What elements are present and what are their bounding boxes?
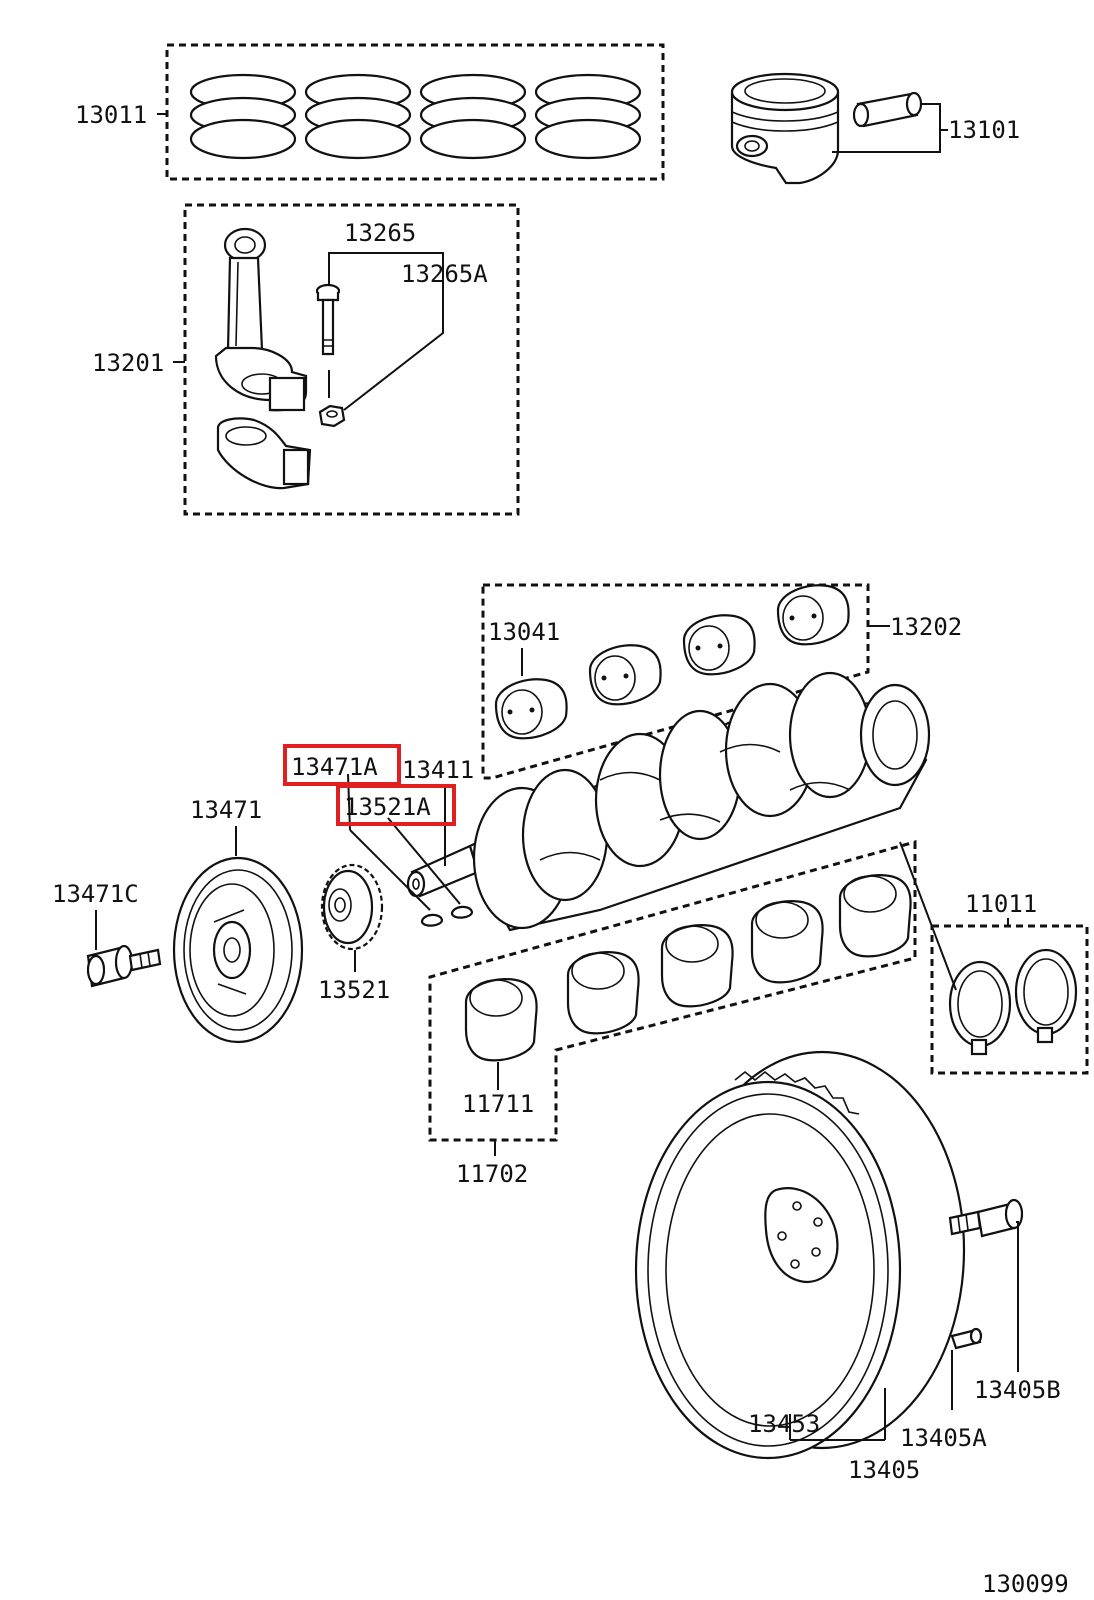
label-13471A: 13471A	[291, 753, 378, 781]
label-11702: 11702	[456, 1160, 528, 1188]
piston-pin	[852, 91, 923, 128]
label-13011: 13011	[75, 101, 147, 129]
piston-rings-frame	[165, 43, 665, 181]
thrust-washer-2	[1014, 948, 1078, 1044]
crankshaft: 13411	[402, 671, 931, 932]
ring-set-3	[419, 73, 527, 160]
flywheel-hub	[764, 1187, 839, 1284]
label-13405: 13405	[848, 1456, 920, 1484]
flywheel-assembly: 13405B 13405A 13453 13405	[634, 1050, 1061, 1484]
thrust-washers-frame	[930, 924, 1089, 1075]
lower-bearings-frame	[428, 840, 917, 1142]
ring-set-1	[189, 73, 297, 160]
upper-bearings-group: 13202 13041	[481, 583, 962, 780]
label-13411: 13411	[402, 756, 474, 784]
label-13041: 13041	[488, 618, 560, 646]
pulley-bolt: 13471C	[52, 880, 162, 988]
ring-set-4	[534, 73, 642, 160]
label-13471: 13471	[190, 796, 262, 824]
key-13471A	[420, 913, 444, 927]
figure-number: 130099	[982, 1570, 1069, 1598]
lower-bearing-1	[464, 978, 538, 1062]
timing-gear: 13521	[318, 863, 390, 1004]
label-13405A: 13405A	[900, 1424, 987, 1452]
piston-rings-group: 13011	[75, 43, 665, 181]
connecting-rod	[214, 227, 308, 412]
label-11711: 11711	[462, 1090, 534, 1118]
rod-bolt	[315, 283, 341, 356]
upper-bearing-3	[682, 614, 756, 676]
label-13201: 13201	[92, 349, 164, 377]
connecting-rod-cap	[216, 417, 312, 490]
connecting-rod-frame	[183, 203, 520, 516]
label-13471C: 13471C	[52, 880, 139, 908]
key-13521A	[450, 905, 474, 919]
thrust-washers-group: 11011	[899, 841, 1089, 1075]
label-13265: 13265	[344, 219, 416, 247]
upper-bearing-2	[588, 644, 662, 706]
lower-bearing-5	[838, 874, 912, 958]
label-13202: 13202	[890, 613, 962, 641]
crank-pulley: 13471	[172, 796, 304, 1044]
label-11011: 11011	[965, 890, 1037, 918]
rod-nut	[318, 404, 346, 428]
lower-bearing-4	[750, 900, 824, 984]
label-13521: 13521	[318, 976, 390, 1004]
flywheel-pin	[950, 1327, 983, 1350]
thrust-washer-1	[948, 960, 1012, 1056]
label-13265A: 13265A	[401, 260, 488, 288]
lower-bearings-group: 11711 11702	[428, 840, 917, 1188]
crank-keys	[347, 773, 474, 927]
highlight-box-13521A	[336, 784, 456, 826]
lower-bearing-3	[660, 924, 734, 1008]
highlighted-labels: 13471A 13521A	[283, 744, 456, 826]
flywheel-bolt	[948, 1198, 1024, 1238]
upper-bearing-1	[494, 678, 568, 740]
label-13521A: 13521A	[344, 793, 431, 821]
lower-bearing-2	[566, 951, 640, 1035]
label-13453: 13453	[748, 1410, 820, 1438]
upper-bearing-4	[776, 584, 850, 646]
piston-assembly: 13101	[730, 72, 1020, 185]
label-13101: 13101	[948, 116, 1020, 144]
ring-set-2	[304, 73, 412, 160]
upper-bearings-frame	[481, 583, 870, 780]
connecting-rod-group: 13201 13265 13265A	[92, 203, 520, 516]
label-13405B: 13405B	[974, 1376, 1061, 1404]
